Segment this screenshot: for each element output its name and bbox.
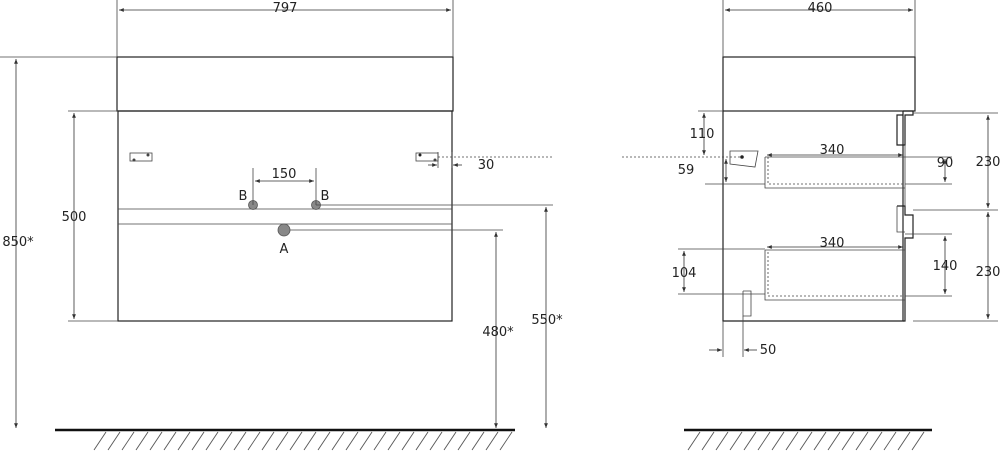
dim-side-depth: 460 (808, 1, 833, 16)
dim-pipe-a-height: 480* (482, 325, 514, 340)
dim-bracket-offset: 30 (478, 158, 495, 173)
side-cabinet (722, 111, 904, 322)
hatch-line (359, 431, 373, 451)
dim-pipe-spacing: 150 (272, 167, 297, 182)
dim-drawer2-inner: 140 (933, 259, 958, 274)
dim-drawer1-depth: 340 (820, 143, 845, 158)
pipe-a (277, 223, 291, 237)
hatch-line (757, 431, 771, 451)
hatch-line (729, 431, 743, 451)
hatch-line (743, 431, 757, 451)
label-pipe-a: A (280, 242, 289, 257)
front-basin (116, 56, 454, 112)
hatch-line (373, 431, 387, 451)
hatch-line (121, 431, 135, 451)
hatch-line (387, 431, 401, 451)
floor-hatch-front (93, 431, 513, 451)
hatch-line (191, 431, 205, 451)
hatch-line (827, 431, 841, 451)
floor-hatch-side (687, 431, 925, 451)
dim-total-height: 850* (2, 235, 34, 250)
hatch-line (443, 431, 457, 451)
hatch-line (261, 431, 275, 451)
hatch-line (163, 431, 177, 451)
hatch-line (911, 431, 925, 451)
hatch-line (471, 431, 485, 451)
hatch-line (771, 431, 785, 451)
front-bracket-left (129, 152, 153, 162)
hatch-line (331, 431, 345, 451)
hatch-line (345, 431, 359, 451)
hatch-line (205, 431, 219, 451)
hatch-line (855, 431, 869, 451)
side-bracket (729, 150, 759, 168)
dim-drawer2-depth: 340 (820, 236, 845, 251)
dim-side-bracket-height: 59 (678, 163, 695, 178)
dim-drawer1-height: 230 (976, 155, 1000, 170)
label-pipe-b-right: B (321, 189, 330, 204)
hatch-line (429, 431, 443, 451)
dim-side-cutout: 50 (760, 343, 777, 358)
hatch-line (715, 431, 729, 451)
hatch-line (247, 431, 261, 451)
hatch-line (93, 431, 107, 451)
hatch-line (499, 431, 513, 451)
hatch-line (841, 431, 855, 451)
hatch-line (457, 431, 471, 451)
dim-drawer2-height: 230 (976, 265, 1000, 280)
hatch-line (303, 431, 317, 451)
hatch-line (401, 431, 415, 451)
hatch-line (883, 431, 897, 451)
hatch-line (869, 431, 883, 451)
hatch-line (687, 431, 701, 451)
dim-cabinet-height: 500 (62, 210, 87, 225)
hatch-line (785, 431, 799, 451)
dim-drawer1-inner: 90 (937, 156, 954, 171)
front-view: 797 850* 500 150 B B A 30 480* 550* (0, 0, 563, 451)
dim-front-width: 797 (273, 1, 298, 16)
dim-side-top-offset: 110 (690, 127, 715, 142)
hatch-line (107, 431, 121, 451)
hatch-line (219, 431, 233, 451)
label-pipe-b-left: B (239, 189, 248, 204)
hatch-line (701, 431, 715, 451)
hatch-line (135, 431, 149, 451)
dim-side-bottom-offset: 104 (672, 266, 697, 281)
hatch-line (289, 431, 303, 451)
hatch-line (149, 431, 163, 451)
hatch-line (897, 431, 911, 451)
hatch-line (813, 431, 827, 451)
hatch-line (415, 431, 429, 451)
hatch-line (177, 431, 191, 451)
hatch-line (233, 431, 247, 451)
front-cabinet (117, 110, 453, 322)
dim-pipe-b-height: 550* (531, 313, 563, 328)
hatch-line (317, 431, 331, 451)
hatch-line (799, 431, 813, 451)
side-basin (722, 56, 916, 112)
hatch-line (485, 431, 499, 451)
hatch-line (275, 431, 289, 451)
side-view: 460 110 59 340 90 230 340 140 (622, 0, 1000, 451)
front-bracket-right (415, 152, 439, 162)
